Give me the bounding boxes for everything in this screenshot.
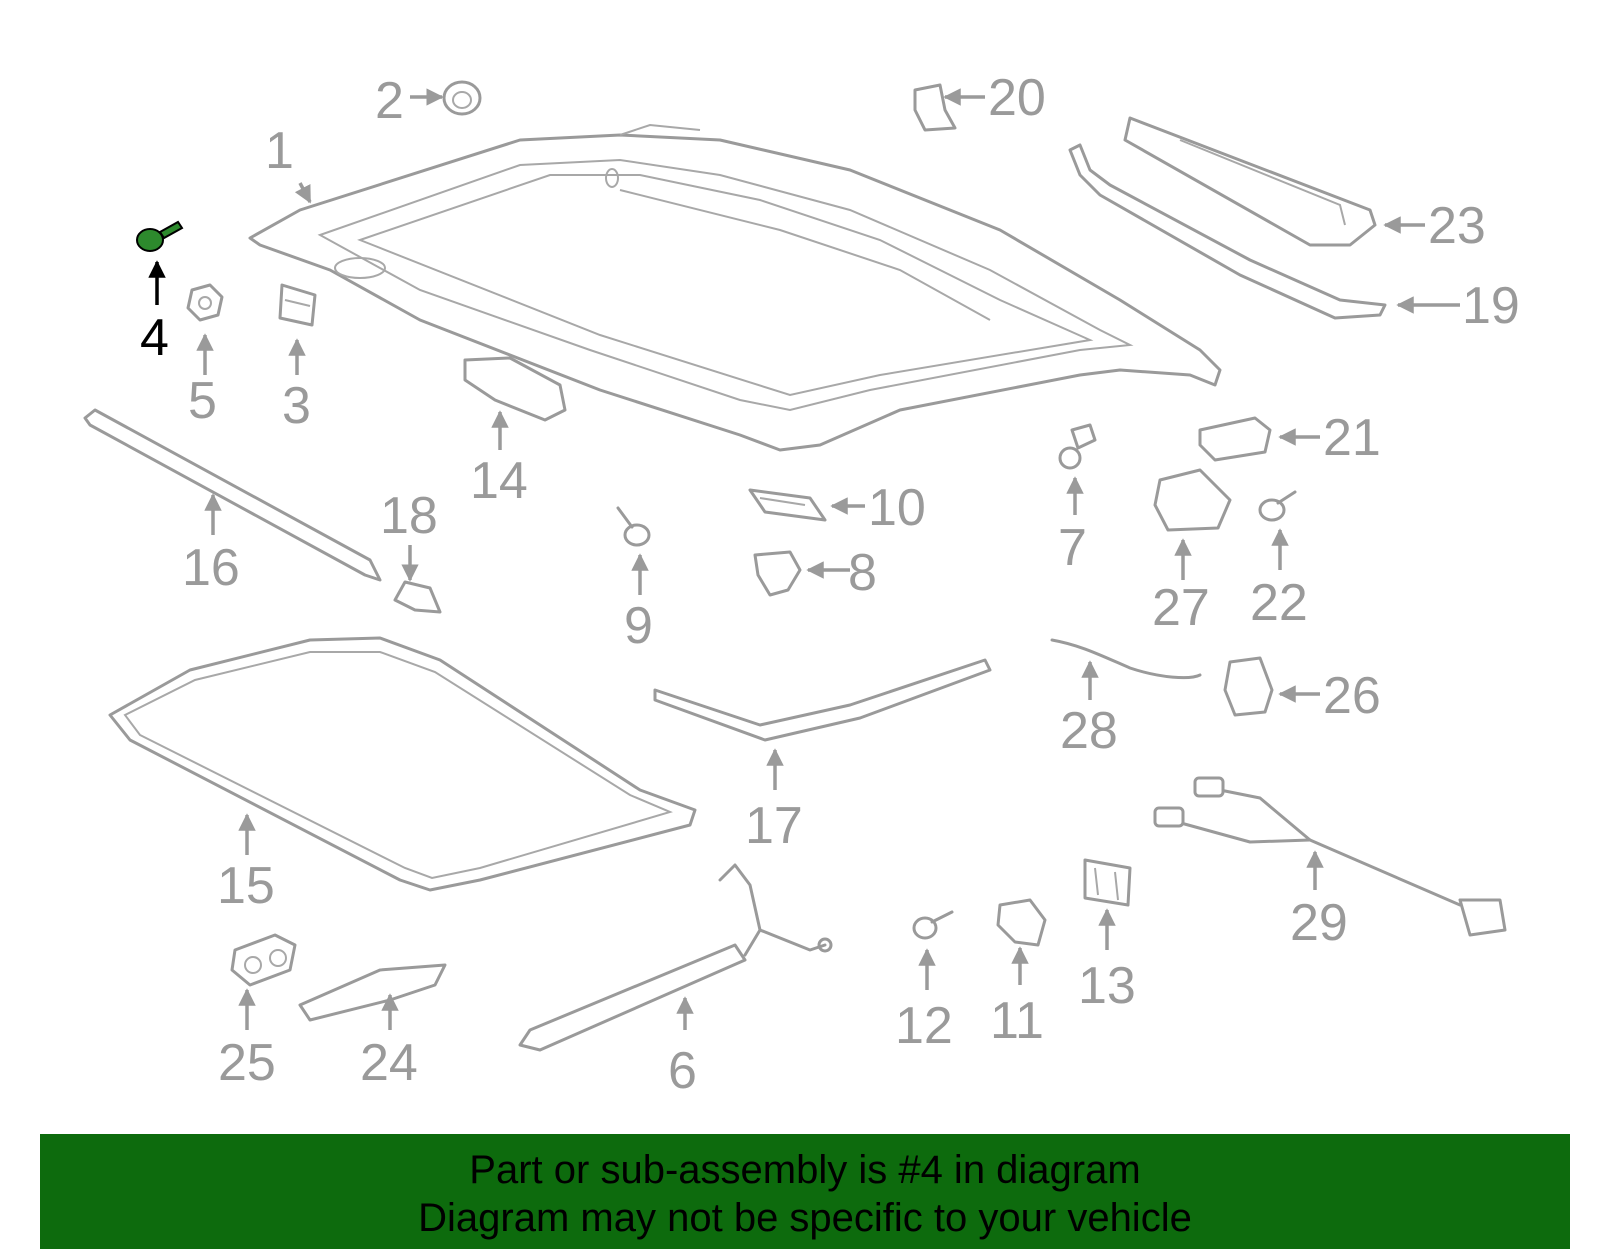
part-27-lock — [1153, 468, 1232, 532]
part-13-bumper — [1083, 858, 1132, 907]
part-20-bracket — [913, 83, 957, 132]
callout-3: 3 — [282, 377, 311, 435]
callout-16: 16 — [182, 539, 240, 597]
callout-24: 24 — [360, 1034, 418, 1092]
info-banner: Part or sub-assembly is #4 in diagram Di… — [40, 1134, 1570, 1249]
part-18-clip — [393, 580, 442, 614]
callout-23: 23 — [1428, 197, 1486, 255]
callout-18: 18 — [380, 487, 438, 545]
part-14-latch — [463, 356, 567, 422]
part-25-grommet — [230, 933, 297, 987]
callout-27: 27 — [1152, 579, 1210, 637]
part-23-handle-trim — [1123, 116, 1377, 247]
callout-13: 13 — [1078, 957, 1136, 1015]
callout-4: 4 — [140, 309, 169, 367]
part-26-actuator — [1223, 656, 1274, 717]
callout-14: 14 — [470, 452, 528, 510]
part-4-bolt — [136, 220, 184, 252]
callout-28: 28 — [1060, 702, 1118, 760]
part-29-wire-harness — [1153, 776, 1507, 937]
part-5-nut — [186, 283, 224, 322]
part-21-switch — [1198, 416, 1272, 462]
callout-8: 8 — [848, 544, 877, 602]
part-19-seal-strip — [1068, 143, 1387, 320]
part-6-gas-strut — [518, 863, 833, 1052]
part-10-handle — [748, 488, 827, 522]
part-7-pin — [1058, 423, 1097, 470]
callout-25: 25 — [218, 1034, 276, 1092]
callout-10: 10 — [868, 479, 926, 537]
callout-21: 21 — [1323, 409, 1381, 467]
callout-2: 2 — [375, 72, 404, 130]
part-28-cable — [1050, 638, 1202, 680]
part-16-trim-strip — [83, 408, 382, 582]
part-15-weatherstrip — [108, 636, 697, 892]
callout-5: 5 — [188, 372, 217, 430]
part-1-liftgate-panel — [248, 123, 1222, 452]
callout-26: 26 — [1323, 667, 1381, 725]
callout-11: 11 — [990, 992, 1044, 1050]
part-9-bolt — [616, 506, 651, 547]
callout-7: 7 — [1058, 519, 1087, 577]
callout-17: 17 — [745, 797, 803, 855]
callout-20: 20 — [988, 69, 1046, 127]
callout-12: 12 — [895, 997, 953, 1055]
callout-1: 1 — [265, 122, 294, 180]
part-12-screw — [912, 910, 954, 940]
part-24-bracket — [298, 963, 447, 1022]
leader-lines — [148, 88, 1460, 1030]
banner-line-part: Part or sub-assembly is #4 in diagram — [469, 1148, 1141, 1192]
part-17-molding — [653, 658, 992, 742]
part-22-screw — [1258, 490, 1297, 522]
callout-19: 19 — [1462, 277, 1520, 335]
callout-9: 9 — [624, 597, 653, 655]
banner-line-disclaimer: Diagram may not be specific to your vehi… — [418, 1196, 1192, 1240]
part-2-grommet — [442, 80, 482, 116]
part-3-clip — [278, 283, 317, 327]
part-8-bracket — [753, 550, 802, 597]
part-11-cover — [996, 898, 1047, 947]
callout-6: 6 — [668, 1042, 697, 1100]
callout-15: 15 — [217, 857, 275, 915]
callout-22: 22 — [1250, 574, 1308, 632]
callout-labels: 1 2 3 4 5 6 7 8 9 10 11 12 13 14 15 16 1… — [140, 69, 1520, 1100]
callout-29: 29 — [1290, 894, 1348, 952]
